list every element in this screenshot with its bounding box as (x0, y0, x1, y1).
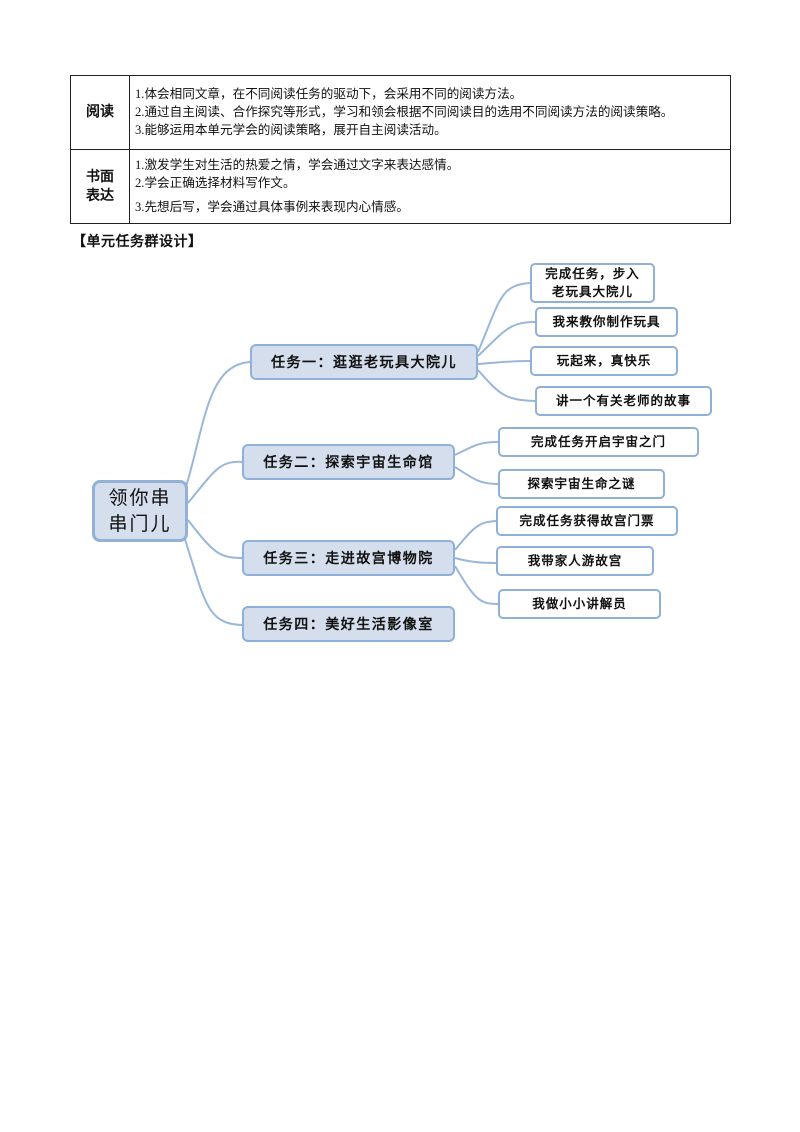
task-1-subtask-1-line2: 老玩具大院儿 (551, 284, 633, 299)
reading-item-2: 2.通过自主阅读、合作探究等形式，学习和领会根据不同阅读目的选用不同阅读方法的阅… (135, 105, 674, 119)
writing-label-line2: 表达 (86, 187, 114, 204)
objectives-table: 阅读 1.体会相同文章，在不同阅读任务的驱动下，会采用不同的阅读方法。 2.通过… (70, 75, 731, 224)
link-root-task1 (181, 361, 251, 501)
link-task1-sub4 (477, 369, 536, 402)
task-3-subtask-1: 完成任务获得故宫门票 (496, 506, 678, 536)
link-root-task3 (187, 519, 245, 559)
task-1-subtask-3: 玩起来，真快乐 (530, 346, 678, 376)
task-1-subtask-2: 我来教你制作玩具 (535, 307, 678, 337)
root-line1: 领你串 (108, 487, 172, 509)
reading-label: 阅读 (70, 75, 130, 150)
writing-label: 书面 表达 (70, 149, 130, 224)
link-task1-sub1 (477, 282, 531, 353)
writing-row: 书面 表达 1.激发学生对生活的热爱之情，学会通过文字来表达感情。 2.学会正确… (70, 149, 731, 224)
task-3-node: 任务三：走进故宫博物院 (242, 540, 455, 576)
task-3-subtask-3: 我做小小讲解员 (498, 589, 661, 619)
task-2-subtask-1: 完成任务开启宇宙之门 (498, 427, 699, 457)
link-task1-sub3 (477, 360, 531, 365)
root-node: 领你串 串门儿 (92, 480, 188, 542)
task-1-subtask-4: 讲一个有关老师的故事 (535, 386, 712, 416)
task-1-node: 任务一：逛逛老玩具大院儿 (250, 344, 478, 380)
link-root-task2 (187, 460, 245, 504)
task-mindmap: 领你串 串门儿 任务一：逛逛老玩具大院儿 任务二：探索宇宙生命馆 任务三：走进故… (92, 263, 712, 642)
task-3-subtask-2: 我带家人游故宫 (496, 546, 654, 576)
task-1-subtask-1: 完成任务，步入 老玩具大院儿 (530, 263, 655, 303)
link-root-task4 (181, 529, 245, 626)
reading-content: 1.体会相同文章，在不同阅读任务的驱动下，会采用不同的阅读方法。 2.通过自主阅… (129, 75, 731, 150)
link-task1-sub2 (477, 321, 536, 357)
writing-item-3: 3.先想后写，学会通过具体事例来表现内心情感。 (135, 200, 409, 214)
writing-label-line1: 书面 (86, 168, 114, 185)
task-1-subtask-1-line1: 完成任务，步入 (545, 266, 640, 281)
reading-item-3: 3.能够运用本单元学会的阅读策略，展开自主阅读活动。 (135, 123, 447, 137)
task-2-subtask-2: 探索宇宙生命之谜 (498, 469, 665, 499)
root-line2: 串门儿 (108, 513, 172, 535)
writing-content: 1.激发学生对生活的热爱之情，学会通过文字来表达感情。 2.学会正确选择材料写作… (129, 149, 731, 224)
writing-item-1: 1.激发学生对生活的热爱之情，学会通过文字来表达感情。 (135, 158, 460, 172)
link-task3-sub3 (454, 565, 499, 605)
mindmap-connectors (181, 282, 536, 626)
task-2-node: 任务二：探索宇宙生命馆 (242, 444, 455, 480)
reading-item-1: 1.体会相同文章，在不同阅读任务的驱动下，会采用不同的阅读方法。 (135, 87, 523, 101)
link-task3-sub2 (454, 557, 497, 564)
reading-row: 阅读 1.体会相同文章，在不同阅读任务的驱动下，会采用不同的阅读方法。 2.通过… (70, 75, 731, 150)
task-4-node: 任务四：美好生活影像室 (242, 606, 455, 642)
link-task2-sub2 (454, 466, 499, 485)
link-task3-sub1 (454, 520, 497, 551)
writing-item-2: 2.学会正确选择材料写作文。 (135, 176, 296, 190)
link-task2-sub1 (454, 441, 499, 456)
section-title: 【单元任务群设计】 (72, 234, 203, 250)
